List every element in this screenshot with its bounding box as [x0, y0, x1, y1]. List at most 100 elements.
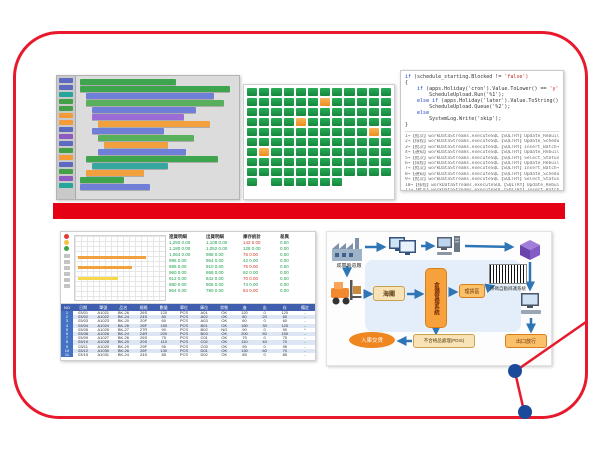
- grid-button[interactable]: [380, 148, 391, 156]
- grid-button[interactable]: [344, 158, 355, 166]
- code-block[interactable]: [86, 156, 218, 162]
- grid-button[interactable]: [320, 118, 331, 126]
- grid-button[interactable]: [320, 88, 331, 96]
- grid-button[interactable]: [259, 158, 270, 166]
- code-block[interactable]: [86, 100, 224, 106]
- palette-block[interactable]: [59, 78, 73, 83]
- grid-button[interactable]: [332, 178, 343, 186]
- grid-button[interactable]: [295, 138, 306, 146]
- table-row[interactable]: 5 03/05 A1025 BK-27 27R 90 PCS B02 NG 90…: [61, 327, 315, 332]
- grid-button[interactable]: [283, 148, 294, 156]
- palette-block[interactable]: [59, 141, 73, 146]
- grid-button[interactable]: [295, 158, 306, 166]
- grid-button[interactable]: [283, 178, 294, 186]
- grid-button[interactable]: [247, 98, 258, 106]
- palette-block[interactable]: [59, 99, 73, 104]
- grid-button[interactable]: [320, 178, 331, 186]
- grid-button[interactable]: [259, 118, 270, 126]
- grid-button[interactable]: [344, 88, 355, 96]
- code-block[interactable]: [98, 149, 186, 155]
- grid-button[interactable]: [320, 168, 331, 176]
- grid-button[interactable]: [356, 148, 367, 156]
- palette-block[interactable]: [59, 155, 73, 160]
- grid-button[interactable]: [332, 88, 343, 96]
- palette-block[interactable]: [59, 134, 73, 139]
- grid-button[interactable]: [380, 128, 391, 136]
- grid-button[interactable]: [307, 98, 318, 106]
- grid-button[interactable]: [247, 138, 258, 146]
- grid-button[interactable]: [283, 108, 294, 116]
- grid-button[interactable]: [332, 168, 343, 176]
- grid-button[interactable]: [332, 138, 343, 146]
- palette-block[interactable]: [59, 113, 73, 118]
- code-block[interactable]: [104, 142, 168, 148]
- table-row[interactable]: 2 03/02 A1022 BK-24 24S 80 PCS A02 OK 80…: [61, 315, 315, 320]
- grid-button[interactable]: [320, 138, 331, 146]
- palette-block[interactable]: [59, 148, 73, 153]
- grid-button[interactable]: [259, 108, 270, 116]
- grid-button[interactable]: [307, 108, 318, 116]
- table-row[interactable]: 10 03/12 A1030 BK-26 26F 130 PCS D01 OK …: [61, 348, 315, 353]
- palette-block[interactable]: [59, 92, 73, 97]
- code-block[interactable]: [86, 93, 214, 99]
- grid-button[interactable]: [356, 128, 367, 136]
- palette-block[interactable]: [59, 183, 73, 188]
- grid-button[interactable]: [295, 168, 306, 176]
- grid-button[interactable]: [320, 148, 331, 156]
- grid-button[interactable]: [380, 138, 391, 146]
- grid-button[interactable]: [283, 118, 294, 126]
- grid-button[interactable]: [356, 98, 367, 106]
- palette-block[interactable]: [59, 85, 73, 90]
- grid-button[interactable]: [369, 178, 379, 186]
- grid-button[interactable]: [368, 138, 379, 146]
- table-row[interactable]: 9 03/11 A1029 BK-29 29F 95 PCS C03 OK 95…: [61, 344, 315, 349]
- gantt-bar[interactable]: [78, 266, 132, 269]
- toolbar-icon[interactable]: [64, 254, 70, 258]
- grid-button[interactable]: [320, 128, 331, 136]
- grid-button[interactable]: [344, 128, 355, 136]
- grid-button[interactable]: [344, 98, 355, 106]
- grid-button[interactable]: [259, 88, 270, 96]
- grid-button[interactable]: [283, 168, 294, 176]
- grid-button[interactable]: [247, 118, 258, 126]
- grid-button[interactable]: [332, 158, 343, 166]
- toolbar-icon[interactable]: [64, 284, 70, 288]
- grid-button[interactable]: [283, 128, 294, 136]
- grid-button[interactable]: [271, 148, 282, 156]
- grid-button[interactable]: [247, 108, 258, 116]
- grid-button[interactable]: [259, 128, 270, 136]
- code-block[interactable]: [80, 86, 230, 92]
- grid-button[interactable]: [356, 118, 367, 126]
- grid-button[interactable]: [271, 108, 282, 116]
- grid-button[interactable]: [368, 158, 379, 166]
- grid-button[interactable]: [247, 178, 258, 186]
- grid-button[interactable]: [380, 168, 391, 176]
- grid-button[interactable]: [356, 88, 367, 96]
- grid-button[interactable]: [344, 148, 355, 156]
- grid-button[interactable]: [368, 98, 379, 106]
- grid-button[interactable]: [247, 128, 258, 136]
- code-block[interactable]: [92, 107, 196, 113]
- grid-button[interactable]: [320, 98, 331, 106]
- grid-button[interactable]: [247, 188, 257, 196]
- grid-button[interactable]: [332, 128, 343, 136]
- code-block[interactable]: [80, 177, 124, 183]
- grid-button[interactable]: [356, 138, 367, 146]
- grid-button[interactable]: [344, 168, 355, 176]
- table-row[interactable]: 4 03/04 A1024 BK-26 26F 150 PCS B01 OK 1…: [61, 323, 315, 328]
- grid-button[interactable]: [283, 88, 294, 96]
- code-block[interactable]: [80, 79, 176, 85]
- grid-button[interactable]: [295, 148, 306, 156]
- palette-block[interactable]: [59, 106, 73, 111]
- grid-button[interactable]: [368, 148, 379, 156]
- grid-button[interactable]: [320, 108, 331, 116]
- grid-button[interactable]: [356, 108, 367, 116]
- palette-block[interactable]: [59, 162, 73, 167]
- grid-button[interactable]: [271, 168, 282, 176]
- grid-button[interactable]: [271, 158, 282, 166]
- code-block[interactable]: [92, 114, 184, 120]
- grid-button[interactable]: [356, 158, 367, 166]
- grid-button[interactable]: [332, 98, 343, 106]
- grid-button[interactable]: [344, 108, 355, 116]
- table-row[interactable]: 8 03/10 A1028 BK-20 20S 110 PCS C02 OK 1…: [61, 340, 315, 345]
